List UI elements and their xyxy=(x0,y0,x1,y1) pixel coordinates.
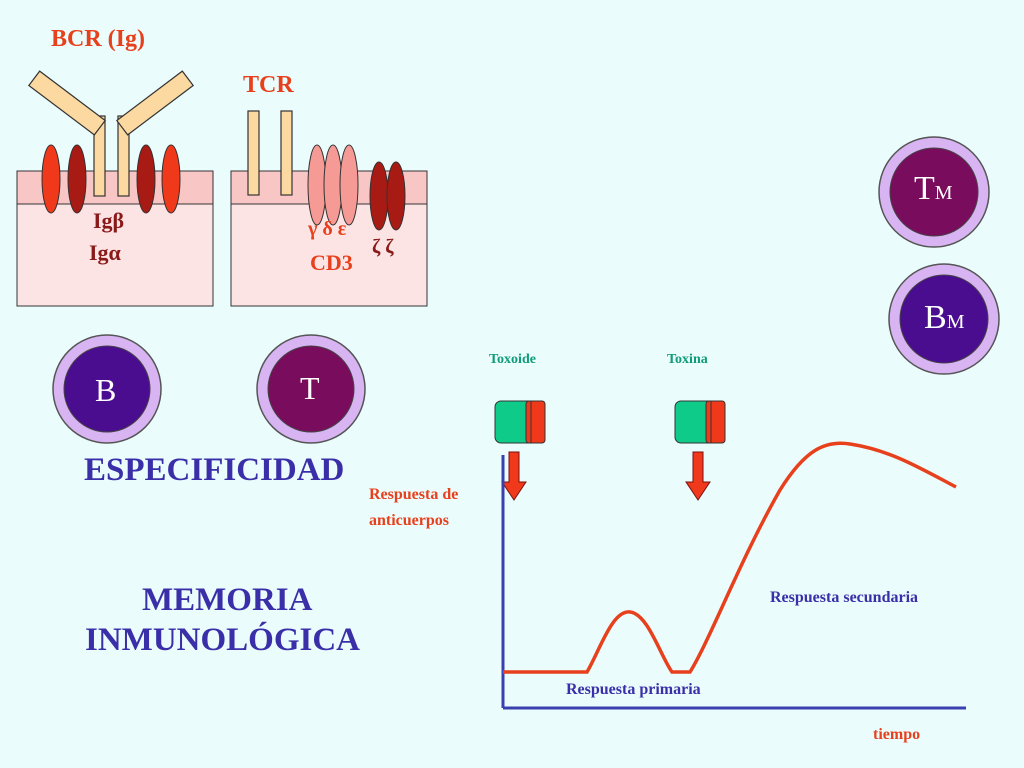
b-cell-label: B xyxy=(95,372,117,408)
toxoid-vial xyxy=(494,400,546,444)
ig-alpha-beta-chains xyxy=(41,144,181,214)
memory-t-cell xyxy=(878,136,990,248)
memory-t-sub: M xyxy=(934,182,953,204)
dose-arrow-2 xyxy=(685,451,711,501)
dose1-label: Toxoide xyxy=(489,352,536,367)
graph-ylabel-line2: anticuerpos xyxy=(369,512,449,529)
memory-t-label: TM xyxy=(914,170,953,208)
dose-arrow-1 xyxy=(501,451,527,501)
time-axis-label: tiempo xyxy=(873,726,921,743)
zeta-chains xyxy=(369,161,406,231)
memoria-heading-line1: MEMORIA xyxy=(142,582,313,618)
gde-label: γ δ ε xyxy=(308,218,347,240)
memory-b-sub: M xyxy=(946,311,965,333)
memory-t-main: T xyxy=(914,170,935,207)
cd3-chains xyxy=(307,144,359,226)
t-cell xyxy=(256,334,366,444)
ig-beta-label: Igβ xyxy=(93,208,125,233)
t-cell-label: T xyxy=(300,370,320,406)
ig-alpha-label: Igα xyxy=(89,240,121,265)
zeta-label: ζ ζ xyxy=(372,236,394,258)
memory-b-label: BM xyxy=(924,299,964,337)
toxin-vial xyxy=(674,400,726,444)
graph-ylabel-line1: Respuesta de xyxy=(369,486,459,503)
secondary-response-label: Respuesta secundaria xyxy=(770,589,919,606)
b-cell xyxy=(52,334,162,444)
primary-response-label: Respuesta primaria xyxy=(566,681,701,698)
tcr-label: TCR xyxy=(243,72,294,98)
cd3-label: CD3 xyxy=(310,250,353,275)
bcr-label: BCR (Ig) xyxy=(51,26,145,52)
memory-b-main: B xyxy=(924,299,947,336)
bcr-antibody xyxy=(27,70,195,197)
memory-b-cell xyxy=(888,263,1000,375)
antibody-response-curve xyxy=(503,441,957,674)
dose2-label: Toxina xyxy=(667,352,708,367)
especificidad-heading: ESPECIFICIDAD xyxy=(84,452,345,488)
graph-axes xyxy=(501,455,966,710)
memoria-heading-line2: INMUNOLÓGICA xyxy=(85,622,361,658)
tcr-chains xyxy=(247,110,293,196)
